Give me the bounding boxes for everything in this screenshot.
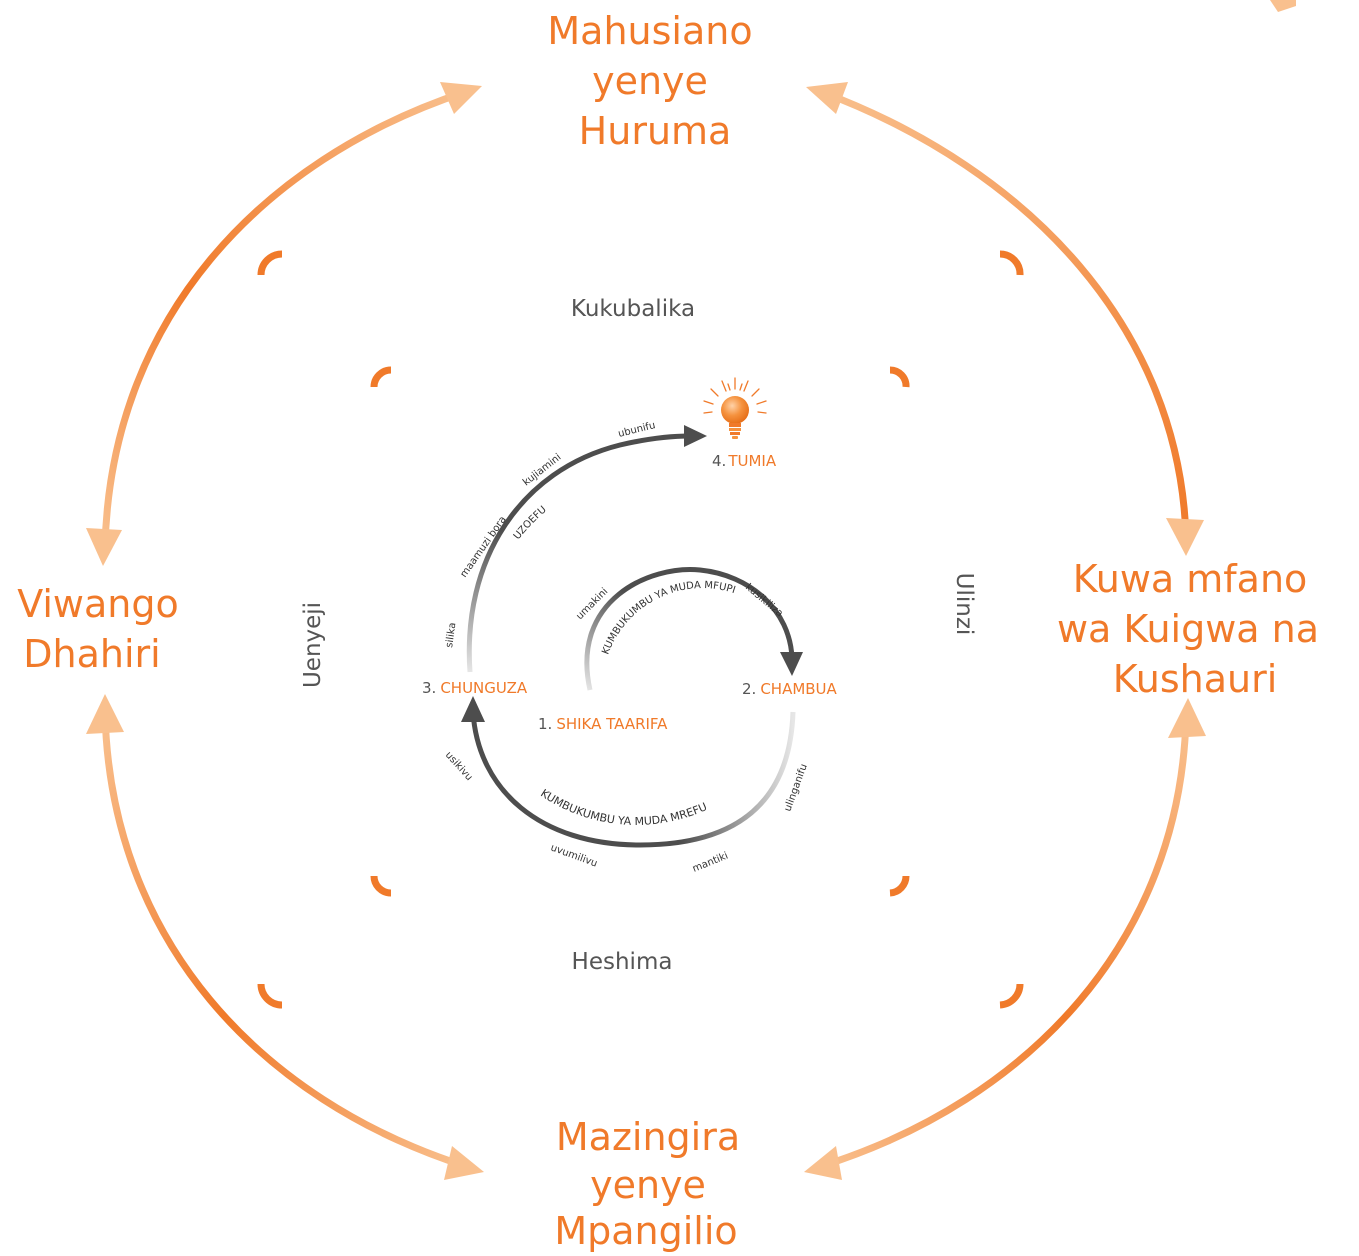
outer-right-line-3: Kushauri (1113, 657, 1278, 701)
arrowhead-bottom-right-to-right (1168, 698, 1206, 738)
outer-label-bottom: Mazingira yenye Mpangilio (554, 1115, 740, 1253)
arrowhead-top-left-to-top (440, 82, 482, 114)
learning-spiral (461, 425, 803, 848)
step-1-label: 1.SHIKA TAARIFA (538, 715, 668, 733)
inner-frame (370, 366, 910, 897)
outer-bottom-line-3: Mpangilio (554, 1209, 737, 1253)
word-kusikiliza: kusikiliza (743, 582, 785, 620)
arrowhead-top-right-to-right (1166, 518, 1204, 556)
arc-long-term (470, 711, 796, 848)
arc-bottom-left (101, 711, 467, 1170)
word-silika: silika (444, 622, 458, 649)
step-2-label: 2.CHAMBUA (742, 680, 838, 698)
outer-top-line-2: yenye (592, 59, 708, 103)
arc-short-term (584, 567, 795, 691)
outer-frame (257, 250, 1024, 1009)
outer-cycle (86, 82, 1206, 1180)
arc-top-left (101, 88, 467, 549)
arrowhead-top-right-to-top (806, 82, 848, 114)
arrowhead-bottom-left-to-left (86, 694, 124, 734)
frame-label-right: Ulinzi (951, 573, 977, 636)
outer-left-line-2: Dhahiri (23, 632, 160, 676)
step-4-label: 4.TUMIA (712, 452, 777, 470)
corner-decoration (1270, 0, 1296, 12)
outer-right-line-2: wa Kuigwa na (1057, 607, 1319, 651)
arc-bottom-right (820, 717, 1190, 1170)
arrowhead-to-tumia (684, 425, 707, 447)
arrowhead-to-chambua (780, 652, 803, 676)
lightbulb-icon (703, 377, 767, 439)
frame-label-left: Uenyeji (300, 602, 326, 688)
word-usikivu: usikivu (443, 750, 475, 783)
outer-bottom-line-2: yenye (590, 1163, 706, 1207)
long-term-memory-label: KUMBUKUMBU YA MUDA MREFU (538, 787, 709, 828)
outer-top-line-3: Huruma (579, 109, 732, 153)
step-3-label: 3.CHUNGUZA (422, 679, 528, 697)
arrowhead-bottom-left-to-bottom (444, 1146, 484, 1180)
outer-label-left: Viwango Dhahiri (17, 582, 179, 676)
outer-bottom-line-1: Mazingira (556, 1115, 740, 1159)
frame-label-bottom: Heshima (572, 949, 673, 975)
word-ulinganifu: ulinganifu (782, 763, 809, 813)
outer-top-line-1: Mahusiano (547, 9, 752, 53)
arc-top-right (820, 88, 1190, 539)
outer-label-right: Kuwa mfano wa Kuigwa na Kushauri (1057, 557, 1319, 701)
arrowhead-bottom-right-to-bottom (804, 1146, 842, 1180)
arrowhead-to-chunguza (461, 696, 485, 722)
word-umakini: umakini (574, 586, 610, 622)
outer-label-top: Mahusiano yenye Huruma (547, 9, 752, 153)
frame-label-top: Kukubalika (571, 296, 695, 322)
word-uvumilivu: uvumilivu (549, 842, 599, 869)
arc-experience (466, 433, 691, 673)
outer-left-line-1: Viwango (17, 582, 179, 626)
word-mantiki: mantiki (691, 851, 730, 875)
arrowhead-top-left-to-left (86, 528, 122, 566)
outer-right-line-1: Kuwa mfano (1073, 557, 1308, 601)
